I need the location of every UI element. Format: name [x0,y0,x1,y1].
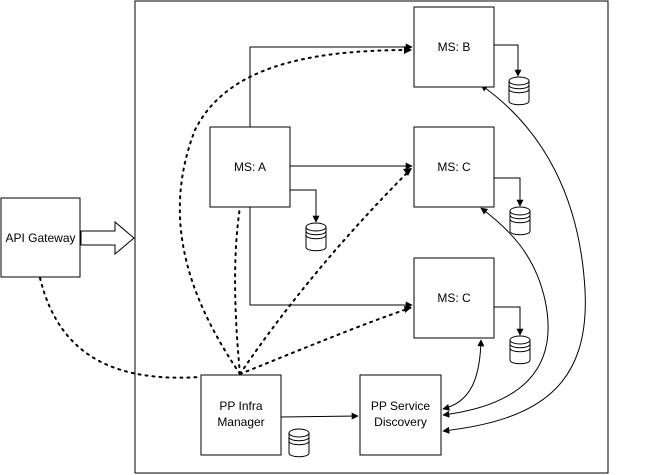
ms-b-node: MS: B [413,6,495,88]
service-discovery-label-line1: PP Service [371,399,430,413]
dotted-arrowhead-c2 [404,306,412,313]
ms-c2-node: MS: C [413,257,495,339]
ms-c2-label: MS: C [437,291,471,305]
edge-discovery-b [442,84,586,434]
service-discovery-node: PP Service Discovery [359,374,442,456]
database-icon [508,76,530,106]
service-discovery-label-line2: Discovery [374,415,427,429]
ms-c1-label: MS: C [437,160,471,174]
api-gateway-label: API Gateway [5,231,75,245]
block-arrow-icon [80,220,135,256]
ms-a-node: MS: A [209,126,291,208]
cluster-boundary [134,0,609,474]
ms-b-label: MS: B [438,40,471,54]
infra-manager-label-line1: PP Infra [219,399,262,413]
dotted-edge-infra-to-c2 [239,307,411,375]
edge-a-to-b [249,43,413,127]
edge-a-to-c2 [249,207,413,309]
database-icon [305,222,327,252]
edge-infra-to-discovery [280,412,359,420]
ms-a-label: MS: A [234,160,266,174]
edge-b-to-db [494,44,522,77]
edge-discovery-c2 [442,339,485,411]
dotted-arrowhead-c1 [403,168,412,176]
dotted-edge-infra-to-a [234,206,241,375]
edge-c2-to-db [494,306,524,336]
infra-manager-node: PP Infra Manager [200,374,282,456]
edge-c1-to-db [494,177,524,207]
infra-manager-label-line2: Manager [217,415,264,429]
dotted-edge-gateway-to-infra [39,277,201,379]
dotted-arrowhead-b [404,46,412,54]
dotted-edge-infra-to-b [178,49,411,375]
database-icon [509,206,531,236]
database-icon [288,428,310,458]
api-gateway-node: API Gateway [0,197,81,278]
ms-c1-node: MS: C [413,126,495,208]
edge-a-to-db [290,189,320,223]
dotted-edge-infra-to-c1 [239,169,411,375]
edge-discovery-c1 [442,207,549,418]
database-icon [509,335,531,365]
